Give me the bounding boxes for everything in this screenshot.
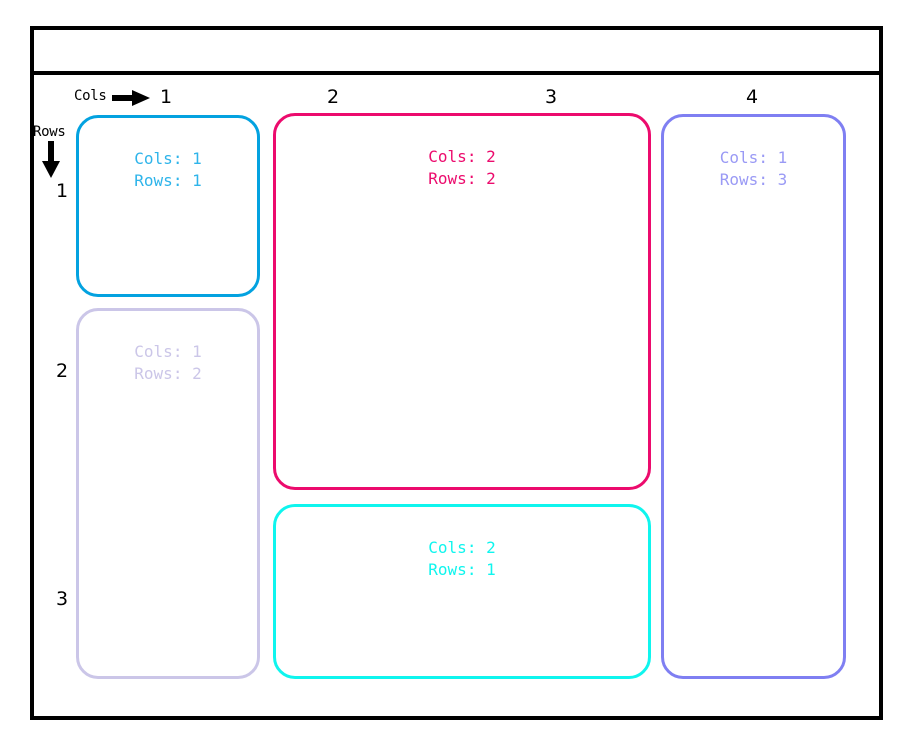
grid-cell-cols1-rows3[interactable]: Cols: 1 Rows: 3 <box>661 114 846 679</box>
grid-cell-cols-label: Cols: 2 <box>428 147 496 166</box>
cols-axis-label: Cols <box>74 88 107 104</box>
col-tick-2: 2 <box>326 86 340 108</box>
grid-cell-label: Cols: 2 Rows: 1 <box>276 537 648 581</box>
grid-cell-cols2-rows2[interactable]: Cols: 2 Rows: 2 <box>273 113 651 490</box>
grid-cell-cols-label: Cols: 1 <box>134 149 202 168</box>
col-tick-3: 3 <box>544 86 558 108</box>
grid-cell-label: Cols: 1 Rows: 2 <box>79 341 257 385</box>
grid-cell-label: Cols: 1 Rows: 3 <box>664 147 843 191</box>
grid-cell-label: Cols: 1 Rows: 1 <box>79 148 257 192</box>
grid-cell-cols2-rows1[interactable]: Cols: 2 Rows: 1 <box>273 504 651 679</box>
window-frame <box>30 26 883 720</box>
grid-cell-cols-label: Cols: 2 <box>428 538 496 557</box>
grid-cell-rows-label: Rows: 2 <box>428 169 496 188</box>
window-titlebar <box>30 26 883 75</box>
row-tick-2: 2 <box>55 360 69 382</box>
grid-cell-rows-label: Rows: 3 <box>719 170 788 189</box>
grid-cell-rows-label: Rows: 1 <box>428 560 496 579</box>
grid-cell-rows-label: Rows: 2 <box>134 364 202 383</box>
rows-axis-label: Rows <box>33 124 66 140</box>
grid-cell-cols1-rows2[interactable]: Cols: 1 Rows: 2 <box>76 308 260 679</box>
grid-cell-cols-label: Cols: 1 <box>134 342 202 361</box>
arrow-right-icon <box>112 90 150 106</box>
row-tick-3: 3 <box>55 588 69 610</box>
grid-cell-cols-label: Cols: 1 <box>719 148 788 167</box>
row-tick-1: 1 <box>55 180 69 202</box>
grid-cell-cols1-rows1[interactable]: Cols: 1 Rows: 1 <box>76 115 260 297</box>
arrow-down-icon <box>42 141 60 178</box>
grid-cell-rows-label: Rows: 1 <box>134 171 202 190</box>
col-tick-4: 4 <box>745 86 759 108</box>
col-tick-1: 1 <box>159 86 173 108</box>
grid-cell-label: Cols: 2 Rows: 2 <box>276 146 648 190</box>
